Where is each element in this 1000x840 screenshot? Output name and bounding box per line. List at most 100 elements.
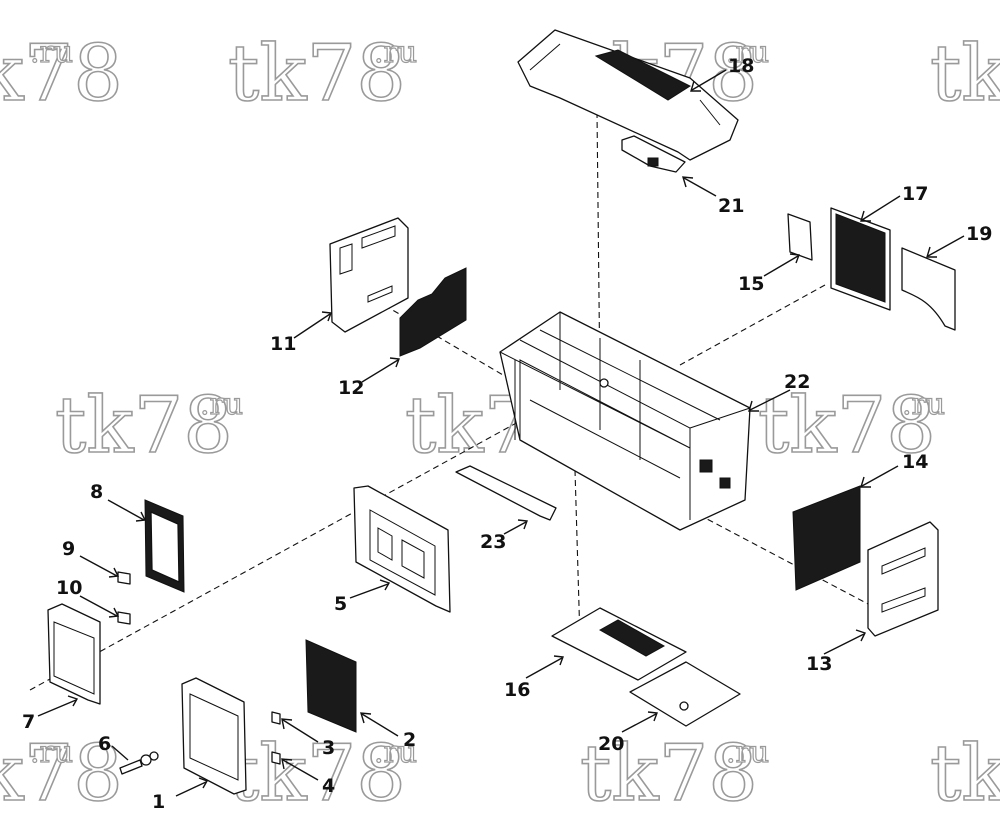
part-14-mesh-screen [792, 485, 861, 591]
svg-text:.ru: .ru [726, 735, 769, 770]
callout-2: 2 [403, 729, 416, 751]
leader-arrowhead [855, 629, 866, 642]
leader-line [37, 699, 77, 717]
leader-line [349, 583, 389, 599]
leader-arrowhead [108, 607, 120, 618]
part-6-bolt [119, 751, 159, 775]
callout-17: 17 [902, 183, 928, 205]
leader-line [79, 595, 118, 617]
svg-text:tk78: tk78 [228, 29, 406, 119]
watermark: tk78 [929, 28, 1000, 120]
watermark: tk78.ru [757, 380, 946, 472]
part-3-latch [271, 711, 281, 725]
watermark: tk78 [929, 728, 1000, 820]
part-4-latch [271, 751, 281, 765]
svg-text:.ru: .ru [374, 35, 417, 70]
leader-line [621, 713, 657, 733]
leader-arrowhead [690, 80, 701, 92]
part-15-small-plate [787, 213, 813, 261]
callout-20: 20 [598, 733, 624, 755]
callout-12: 12 [338, 377, 364, 399]
callout-11: 11 [270, 333, 296, 355]
svg-text:tk78: tk78 [930, 29, 1000, 119]
part-13-right-side-panel [867, 521, 939, 637]
part-2-mesh-panel [305, 639, 357, 733]
leader-line [749, 389, 791, 411]
part-20-floor-plate [629, 661, 741, 727]
callout-13: 13 [806, 653, 832, 675]
leader-line [79, 555, 118, 577]
callout-15: 15 [738, 273, 764, 295]
leader-arrowhead [379, 579, 391, 591]
watermark: tk78.ru [54, 380, 244, 472]
callout-5: 5 [334, 593, 347, 615]
leader-line [107, 499, 145, 521]
part-10-clip [117, 611, 131, 625]
leaders [37, 69, 965, 797]
leader-line [525, 657, 563, 679]
watermark: tk78.ru [0, 728, 124, 820]
callout-4: 4 [322, 775, 335, 797]
callouts: 1 2 3 4 5 6 7 8 9 10 11 12 13 14 15 16 1… [22, 55, 992, 813]
svg-text:.ru: .ru [200, 387, 243, 422]
leader-line [361, 359, 399, 383]
svg-text:.ru: .ru [30, 35, 73, 70]
callout-23: 23 [480, 531, 506, 553]
watermark: tk78.ru [227, 28, 418, 120]
watermark-layer: tk78.ru tk78.ru tk78.ru tk78 tk78.ru tk7… [0, 28, 1000, 820]
part-22-main-frame [499, 311, 751, 531]
assembly-line [679, 284, 826, 366]
part-1-door [181, 677, 247, 795]
svg-text:.ru: .ru [30, 735, 73, 770]
leader-arrowhead [926, 246, 937, 258]
callout-7: 7 [22, 711, 35, 733]
part-23-floor-strip [455, 465, 557, 521]
watermark: tk78.ru [579, 728, 770, 820]
leader-arrowhead [67, 695, 79, 707]
leader-arrowhead [553, 655, 564, 666]
leader-line [927, 235, 965, 257]
assembly-line [689, 509, 871, 606]
leader-line [282, 719, 319, 743]
leader-arrowhead [281, 758, 293, 770]
leader-line [361, 713, 399, 737]
svg-text:.ru: .ru [374, 735, 417, 770]
assembly-line [29, 409, 541, 691]
part-16-floor-panel [551, 607, 687, 681]
svg-text:tk78: tk78 [580, 729, 758, 819]
leader-line [683, 177, 717, 197]
svg-text:tk78: tk78 [758, 381, 936, 471]
leader-line [175, 781, 207, 797]
callout-9: 9 [62, 538, 75, 560]
svg-text:tk78: tk78 [228, 729, 406, 819]
leader-arrowhead [860, 210, 871, 222]
svg-text:tk78: tk78 [0, 29, 123, 119]
callout-22: 22 [784, 371, 810, 393]
svg-text:.ru: .ru [726, 35, 769, 70]
svg-text:tk78: tk78 [55, 381, 233, 471]
svg-text:.ru: .ru [902, 387, 945, 422]
callout-19: 19 [966, 223, 992, 245]
watermark: tk78.ru [227, 728, 418, 820]
part-17-mesh-screen [830, 207, 891, 311]
leader-arrowhead [860, 476, 871, 488]
callout-14: 14 [902, 451, 928, 473]
leader-line [111, 745, 129, 761]
leader-line [282, 759, 319, 781]
leader-arrowhead [281, 718, 293, 730]
leader-line [503, 521, 527, 535]
assembly-line [332, 274, 521, 386]
part-7-side-door [47, 603, 101, 705]
leader-line [861, 195, 901, 221]
part-18-roof-panel [517, 29, 739, 161]
leader-arrowhead [748, 400, 759, 412]
callout-8: 8 [90, 481, 103, 503]
part-5-front-panel [353, 485, 451, 613]
part-12-mesh-panel [399, 267, 467, 357]
part-19-side-cover [901, 247, 956, 331]
leader-arrowhead [135, 511, 147, 522]
leader-arrowhead [682, 176, 694, 188]
leader-line [293, 313, 331, 339]
